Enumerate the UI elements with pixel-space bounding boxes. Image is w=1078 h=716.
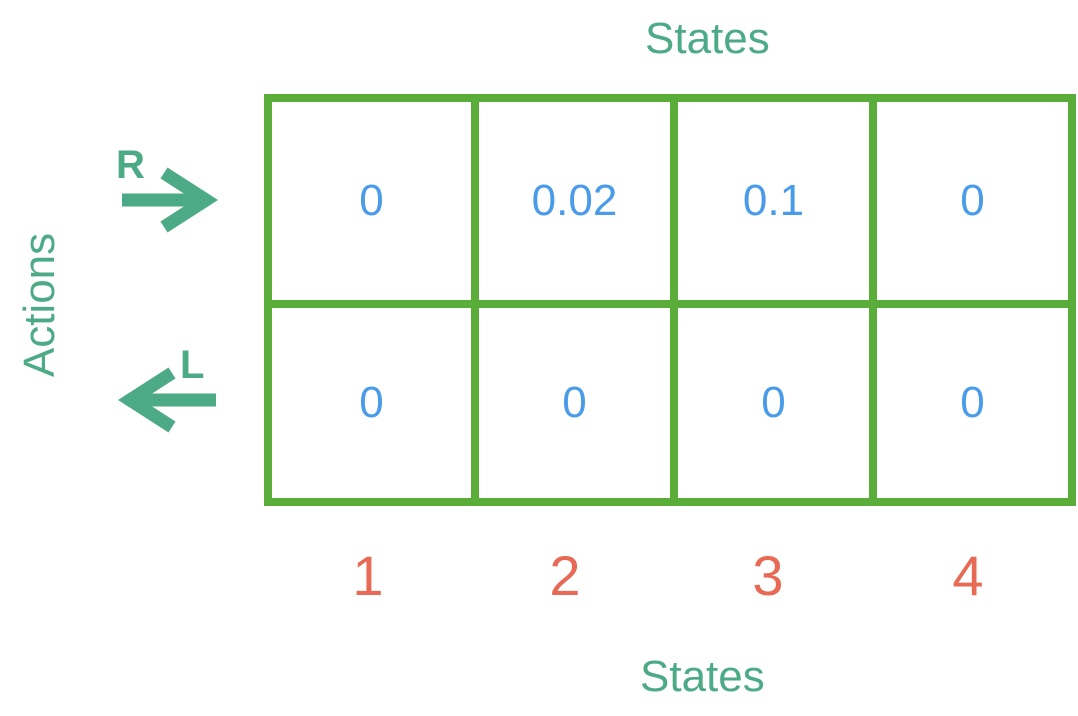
states-top-label: States (645, 14, 770, 63)
table-cell-r-4: 0 (869, 102, 1068, 300)
state-number-4: 4 (952, 544, 984, 607)
action-l-label: L (180, 343, 205, 387)
table-cell-l-1: 0 (272, 300, 471, 498)
state-number-1: 1 (352, 544, 384, 607)
table-cell-l-4: 0 (869, 300, 1068, 498)
table-cell-r-1: 0 (359, 176, 384, 225)
q-value-table: 0 0.02 0.1 0 0 0 0 0 (264, 94, 1076, 506)
states-bottom-label: States (640, 652, 765, 701)
table-cell-l-2: 0 (471, 300, 670, 498)
right-arrow-icon (122, 167, 218, 233)
state-number-3: 3 (752, 544, 784, 607)
table-cell-r-3: 0.1 (670, 102, 869, 300)
state-number-2: 2 (549, 544, 581, 607)
left-arrow-icon (118, 367, 216, 433)
table-cell-r-2: 0.02 (471, 102, 670, 300)
actions-axis-label: Actions (15, 232, 64, 378)
table-cell-l-3: 0 (670, 300, 869, 498)
action-r-label: R (116, 143, 145, 187)
